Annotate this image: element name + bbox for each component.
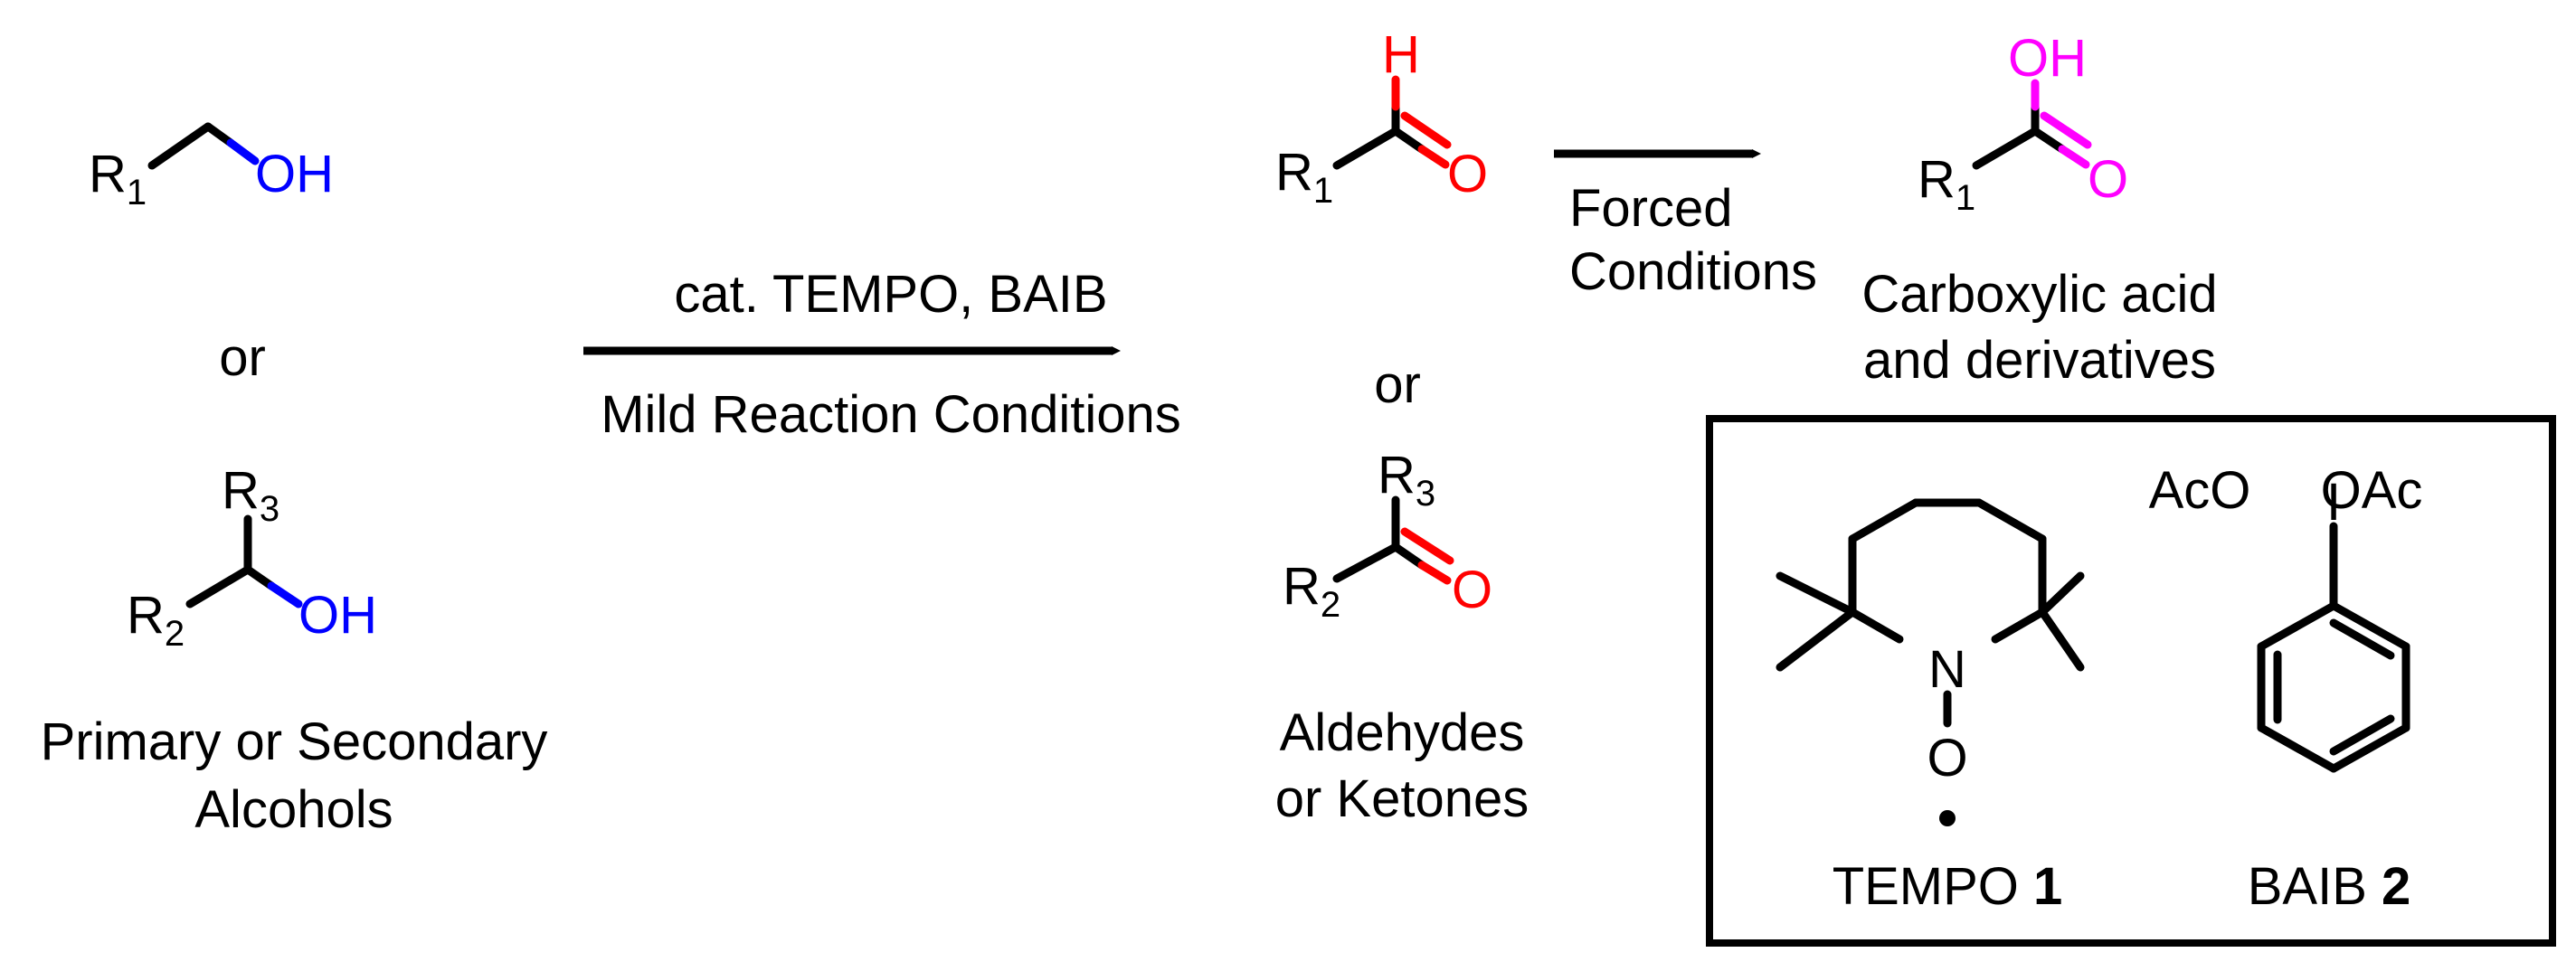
primary-alcohol-structure: R1 OH <box>89 122 334 212</box>
alcohols-caption-line2: Alcohols <box>194 780 393 839</box>
main-arrow-condition-below: Mild Reaction Conditions <box>601 385 1181 444</box>
secondary-r2-subscript: 2 <box>165 614 185 654</box>
aldehyde-r-subscript: 1 <box>1313 171 1333 211</box>
or-left: or <box>219 328 266 387</box>
alcohols-caption-line1: Primary or Secondary <box>41 712 548 771</box>
baib-acetoxy-right: OAc <box>2321 461 2423 520</box>
secondary-r3-label: R <box>222 461 260 520</box>
products-caption-line2: or Ketones <box>1275 769 1530 828</box>
acid-r-subscript: 1 <box>1956 178 1975 218</box>
svg-text:R3: R3 <box>1378 446 1435 514</box>
svg-text:R2: R2 <box>1283 557 1340 625</box>
primary-r-label: R <box>89 145 127 203</box>
carboxylic-acid-structure: OH R1 O <box>1918 29 2128 218</box>
acid-caption-line2: and derivatives <box>1863 331 2216 390</box>
tempo-radical-dot <box>1939 810 1956 826</box>
baib-iodine: I <box>2326 473 2341 532</box>
baib-structure: AcO OAc I BAIB 2 <box>2149 461 2423 916</box>
reagents-box <box>1706 415 2556 947</box>
ketone-r3-subscript: 3 <box>1416 474 1435 514</box>
aldehyde-oxygen: O <box>1447 145 1488 203</box>
secondary-r3-subscript: 3 <box>260 489 279 529</box>
acid-caption-line1: Carboxylic acid <box>1861 265 2217 324</box>
ketone-oxygen: O <box>1452 561 1492 619</box>
svg-text:R1: R1 <box>1275 143 1333 211</box>
tempo-nitrogen: N <box>1928 640 1966 699</box>
tempo-label: TEMPO 1 <box>1833 857 2063 916</box>
baib-label: BAIB 2 <box>2248 857 2411 916</box>
aldehyde-hydrogen: H <box>1382 25 1420 84</box>
main-arrow-condition-above: cat. TEMPO, BAIB <box>674 265 1107 324</box>
secondary-alcohol-structure: R3 R2 OH <box>127 461 377 654</box>
secondary-hydroxyl: OH <box>298 586 377 645</box>
ketone-r2-subscript: 2 <box>1321 585 1340 625</box>
products-caption-line1: Aldehydes <box>1280 703 1525 762</box>
primary-r-subscript: 1 <box>127 173 147 212</box>
primary-hydroxyl: OH <box>255 145 334 203</box>
main-reaction-arrow: cat. TEMPO, BAIB Mild Reaction Condition… <box>583 265 1181 444</box>
forced-conditions-arrow: Forced Conditions <box>1554 149 1817 301</box>
ketone-r3-label: R <box>1378 446 1416 505</box>
tempo-oxygen: O <box>1927 729 1967 788</box>
ketone-r2-label: R <box>1283 557 1321 616</box>
acid-hydroxyl: OH <box>2008 29 2087 88</box>
svg-text:R3: R3 <box>222 461 279 529</box>
ketone-structure: R3 R2 O <box>1283 446 1492 625</box>
baib-acetoxy-left: AcO <box>2149 461 2251 520</box>
svg-text:R1: R1 <box>1918 150 1975 218</box>
aldehyde-r-label: R <box>1275 143 1313 202</box>
acid-oxygen: O <box>2088 150 2128 209</box>
svg-text:R2: R2 <box>127 586 185 654</box>
tempo-structure: N O TEMPO 1 <box>1776 498 2085 916</box>
forced-arrow-line2: Conditions <box>1569 242 1817 301</box>
acid-r-label: R <box>1918 150 1956 209</box>
forced-arrow-line1: Forced <box>1569 179 1733 238</box>
aldehyde-structure: H R1 O <box>1275 25 1488 211</box>
secondary-r2-label: R <box>127 586 165 645</box>
or-middle: or <box>1374 355 1421 414</box>
svg-text:R1: R1 <box>89 145 147 212</box>
